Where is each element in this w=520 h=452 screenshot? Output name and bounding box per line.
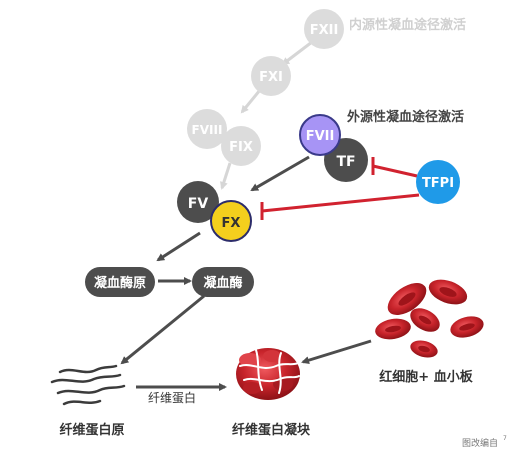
fibrin-label: 纤维蛋白: [148, 390, 196, 405]
svg-text:FXII: FXII: [310, 23, 339, 38]
svg-text:TFPI: TFPI: [422, 176, 454, 191]
node-fv: FV: [177, 181, 219, 223]
svg-text:FIX: FIX: [229, 140, 253, 155]
svg-text:凝血酶: 凝血酶: [203, 275, 242, 291]
fibrinogen-strands-icon: [50, 364, 126, 406]
fibrin-clot-icon: [236, 348, 300, 400]
node-fviii: FVIII: [187, 109, 227, 149]
common-arrows: [120, 231, 372, 391]
fibrinogen-label: 纤维蛋白原: [59, 422, 124, 438]
source-watermark-sup: 7: [503, 435, 507, 442]
svg-text:凝血酶原: 凝血酶原: [94, 275, 146, 291]
node-fx: FX: [210, 200, 252, 242]
node-fxii: FXII: [304, 9, 344, 49]
svg-text:FV: FV: [188, 196, 209, 212]
node-fxi: FXI: [251, 56, 291, 96]
node-fix: FIX: [221, 126, 261, 166]
svg-text:FX: FX: [222, 216, 241, 231]
fibrin-clot-label: 纤维蛋白凝块: [232, 422, 311, 438]
svg-text:TF: TF: [336, 154, 355, 170]
intrinsic-arrows: [220, 40, 313, 190]
intrinsic-label: 内源性凝血途径激活: [349, 17, 466, 33]
svg-text:FXI: FXI: [259, 70, 283, 85]
node-tfpi: TFPI: [416, 160, 460, 204]
tfpi-inhibition-lines: [260, 157, 420, 220]
extrinsic-arrow: [250, 155, 310, 192]
svg-text:FVIII: FVIII: [192, 123, 223, 137]
prothrombin-box: 凝血酶原: [85, 267, 155, 297]
extrinsic-label: 外源性凝血途径激活: [346, 109, 464, 125]
thrombin-box: 凝血酶: [192, 267, 254, 297]
node-fvii: FVII: [299, 114, 341, 156]
red-blood-cells-icon: [375, 279, 484, 358]
rbc-platelets-label: 红细胞+ 血小板: [379, 369, 473, 385]
source-watermark: 图改编自: [462, 437, 498, 449]
svg-text:FVII: FVII: [306, 129, 335, 144]
